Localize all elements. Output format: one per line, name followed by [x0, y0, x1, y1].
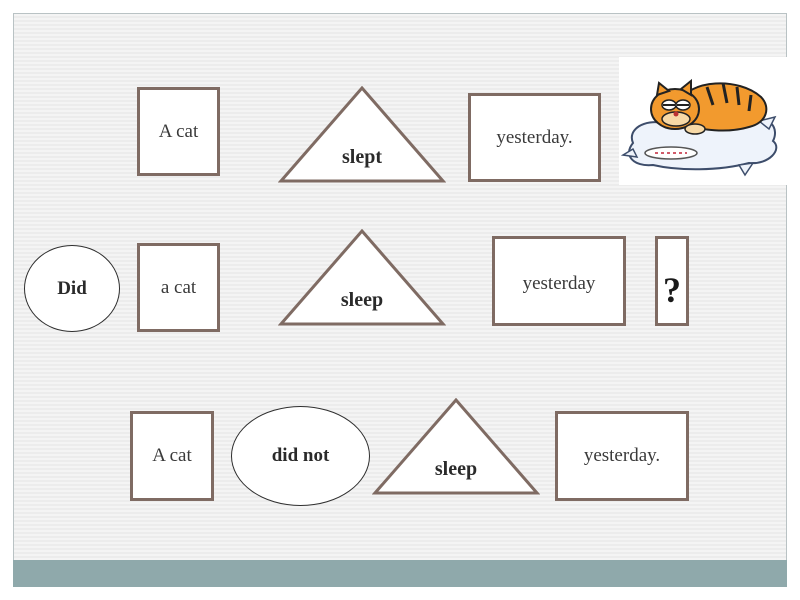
row3-subject-box: A cat	[130, 411, 214, 501]
row3-time-box: yesterday.	[555, 411, 689, 501]
triangle-shape	[278, 229, 446, 326]
row3-auxiliary-oval: did not	[231, 406, 370, 506]
triangle-shape	[372, 398, 540, 495]
row2-verb-triangle: sleep	[278, 229, 446, 327]
question-mark-text: ?	[663, 270, 681, 310]
row1-verb-triangle: slept	[278, 86, 446, 184]
sleeping-cat-picture	[619, 57, 787, 185]
row2-time-text: yesterday	[522, 273, 596, 294]
row2-auxiliary-oval: Did	[24, 245, 120, 332]
row1-time-text: yesterday.	[496, 126, 573, 148]
row2-subject-box: a cat	[137, 243, 220, 332]
row2-subject-text: a cat	[160, 276, 197, 298]
triangle-shape	[278, 86, 446, 183]
row1-subject-text: A cat	[158, 120, 199, 142]
row3-verb-text: sleep	[434, 458, 478, 480]
row3-verb-triangle: sleep	[372, 398, 540, 496]
row2-time-box: yesterday	[492, 236, 626, 326]
cat-illustration	[620, 78, 778, 177]
slide-footer-bar	[13, 560, 787, 587]
row1-verb-text: slept	[342, 146, 382, 168]
row2-auxiliary-text: Did	[57, 277, 87, 299]
row2-punctuation-box: ?	[655, 236, 689, 326]
row2-verb-text: sleep	[340, 289, 384, 311]
row1-subject-box: A cat	[137, 87, 220, 176]
row3-subject-text: A cat	[152, 445, 192, 466]
row3-auxiliary-text: did not	[271, 445, 330, 466]
row3-time-text: yesterday.	[583, 445, 661, 466]
row1-time-box: yesterday.	[468, 93, 601, 182]
